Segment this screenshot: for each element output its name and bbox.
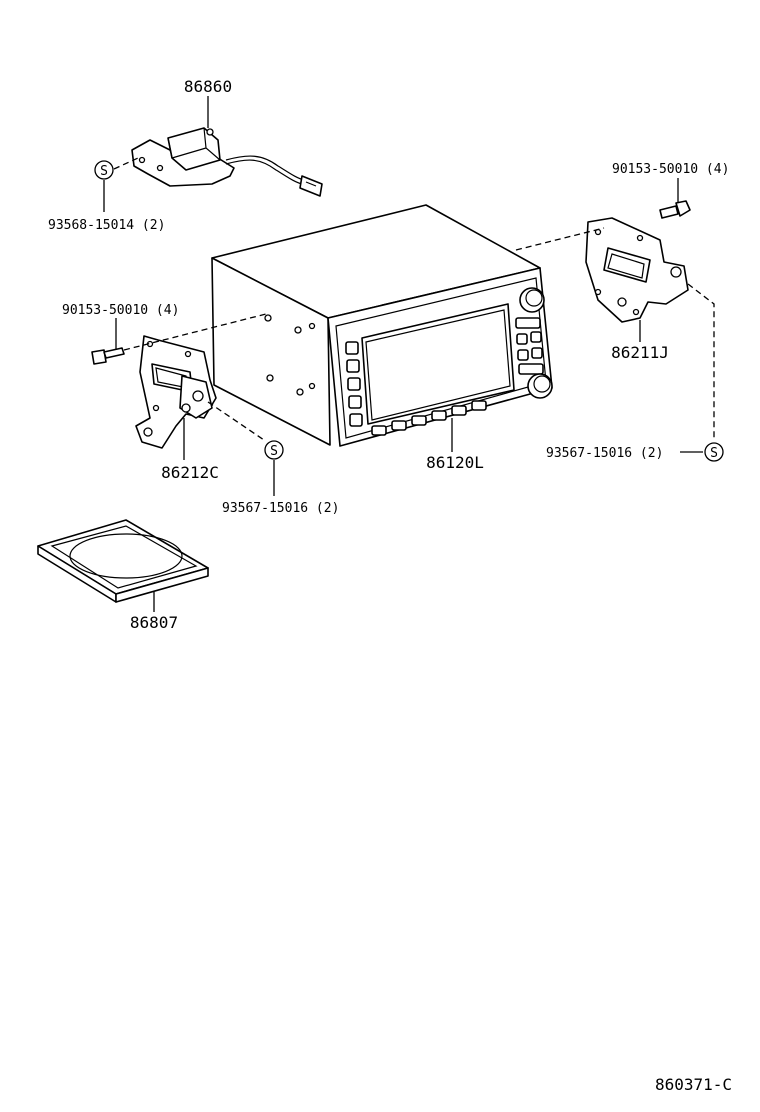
label-90153-50010-right: 90153-50010 (4) <box>612 162 729 177</box>
head-unit-86120L <box>211 204 553 447</box>
bolt-left <box>91 347 125 365</box>
label-86211J: 86211J <box>611 343 669 362</box>
label-86807: 86807 <box>130 613 178 632</box>
label-86212C: 86212C <box>161 463 219 482</box>
svg-text:S: S <box>100 164 108 179</box>
bracket-86211J <box>585 217 689 323</box>
bracket-86212C <box>135 335 217 449</box>
dash-line-93568 <box>113 157 139 170</box>
label-93568-15014: 93568-15014 (2) <box>48 218 165 233</box>
screw-symbol-93568: S <box>94 160 114 180</box>
dash-line-screw-left <box>207 401 265 441</box>
screw-symbol-93567-left: S <box>264 440 284 460</box>
pad-86807 <box>37 519 209 603</box>
svg-text:S: S <box>710 446 718 461</box>
screw-symbol-93567-right: S <box>704 442 724 462</box>
label-93567-15016-right: 93567-15016 (2) <box>546 446 663 461</box>
bolt-right <box>659 200 691 219</box>
gps-antenna-86860 <box>131 127 323 197</box>
label-86120L: 86120L <box>426 453 484 472</box>
label-90153-50010-left: 90153-50010 (4) <box>62 303 179 318</box>
dash-line-bracket-left <box>123 313 267 351</box>
label-93567-15016-left: 93567-15016 (2) <box>222 501 339 516</box>
dash-line-screw-right <box>687 283 715 440</box>
diagram-id: 860371-C <box>655 1075 732 1094</box>
svg-text:S: S <box>270 444 278 459</box>
label-86860: 86860 <box>184 77 232 96</box>
dash-line-bracket-right <box>515 227 605 251</box>
